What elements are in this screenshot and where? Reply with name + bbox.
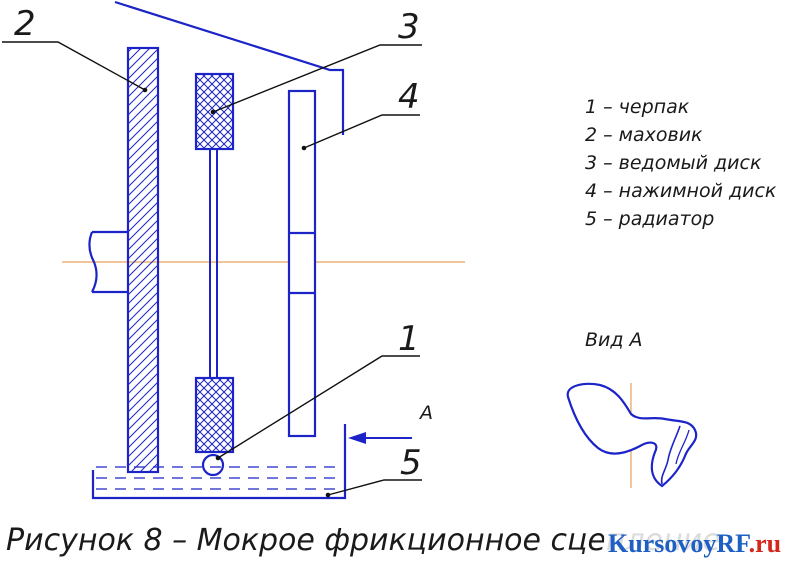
leader-5-line <box>327 479 422 496</box>
callout-3: 3 <box>398 7 420 47</box>
driven-disc <box>194 72 235 454</box>
callout-4: 4 <box>398 77 420 117</box>
legend: 1 – черпак 2 – маховик 3 – ведомый диск … <box>585 96 777 230</box>
legend-item-4: 4 – нажимной диск <box>585 180 777 202</box>
leader-3-line <box>212 44 422 113</box>
watermark: KursovoyRF.ru <box>608 529 781 558</box>
callout-5: 5 <box>400 443 422 483</box>
leader-2-line <box>2 41 146 91</box>
view-arrow-label: A <box>418 402 433 424</box>
view-a-arrow <box>348 432 412 444</box>
callout-1: 1 <box>398 319 420 359</box>
view-a-scoop-section <box>566 382 698 488</box>
shaft <box>88 230 128 294</box>
legend-item-2: 2 – маховик <box>585 124 703 146</box>
flywheel <box>126 46 160 474</box>
legend-item-1: 1 – черпак <box>585 96 690 118</box>
figure-caption: Рисунок 8 – Мокрое фрикционное сцепление <box>6 523 721 558</box>
scoop-profile <box>114 0 345 135</box>
leader-1-line <box>217 355 420 459</box>
pressure-disc <box>287 89 317 438</box>
callout-2: 2 <box>14 4 36 44</box>
legend-item-5: 5 – радиатор <box>585 208 714 230</box>
view-a-title: Вид А <box>585 329 643 351</box>
leader-4-line <box>303 114 420 149</box>
radiator-sump <box>91 424 347 500</box>
legend-item-3: 3 – ведомый диск <box>585 152 762 174</box>
